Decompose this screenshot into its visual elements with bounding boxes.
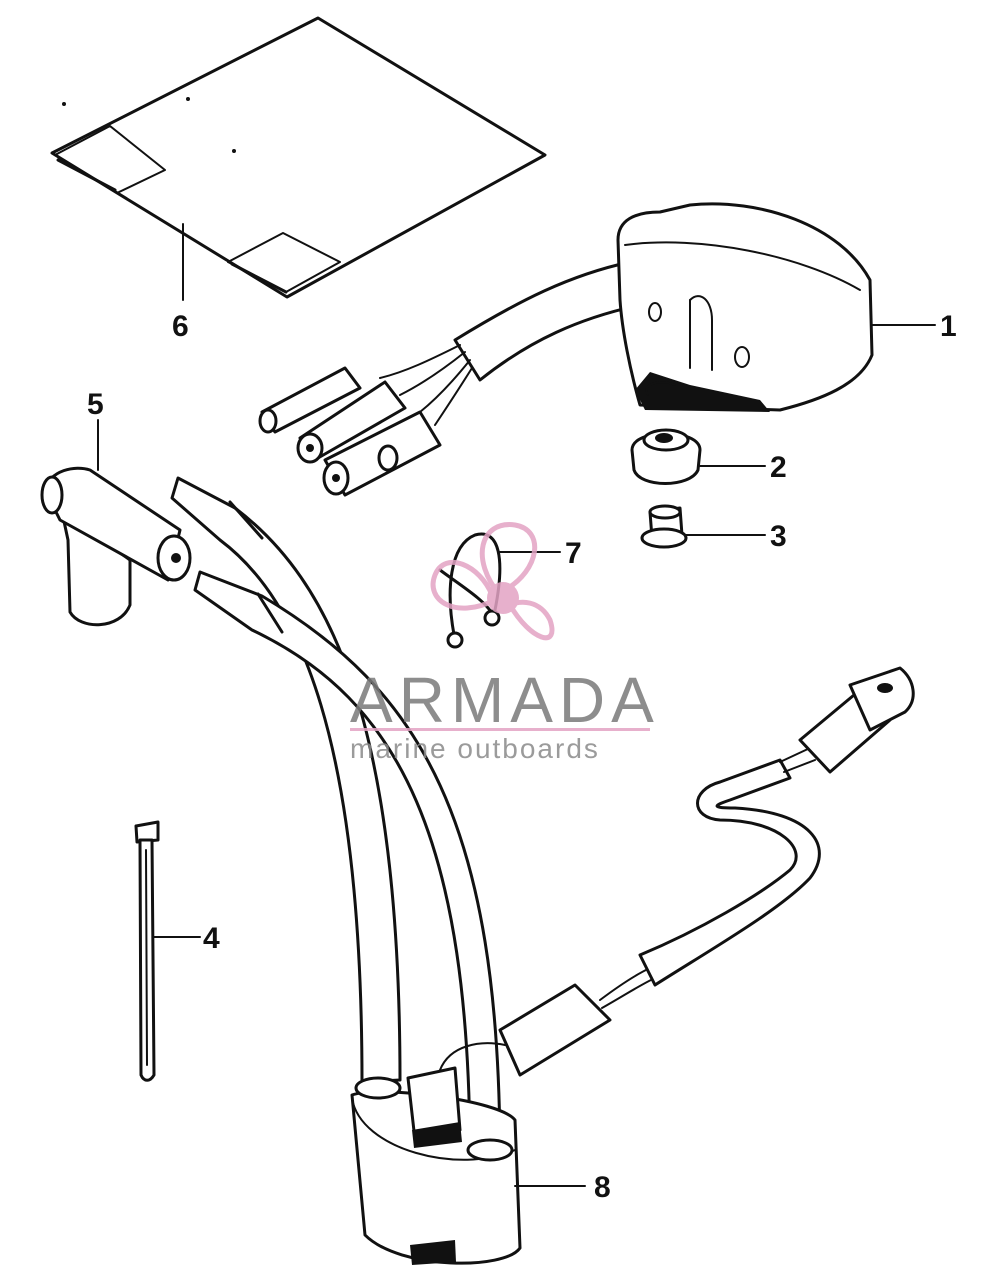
armada-watermark: ARMADA marine outboards [350, 522, 660, 764]
part-3-bushing [640, 504, 688, 549]
callout-7: 7 [565, 537, 582, 570]
watermark-tagline: marine outboards [350, 733, 600, 764]
callout-4: 4 [203, 922, 220, 955]
part-4-cable-tie [134, 820, 160, 1082]
callout-2: 2 [770, 451, 787, 484]
propeller-logo-icon [430, 522, 555, 641]
part-5-spark-plug-boot [40, 466, 192, 627]
watermark-brand-name: ARMADA [350, 664, 660, 736]
callout-6: 6 [172, 310, 189, 343]
callout-1: 1 [940, 310, 957, 343]
callout-3: 3 [770, 520, 787, 553]
watermark-divider [350, 728, 650, 731]
part-7-wire-clip [438, 532, 502, 649]
part-8-ignition-coil [170, 476, 915, 1265]
part-6-decal-sheet [50, 16, 547, 299]
callout-5: 5 [87, 388, 104, 421]
part-2-grommet [630, 381, 702, 485]
callout-8: 8 [594, 1171, 611, 1204]
